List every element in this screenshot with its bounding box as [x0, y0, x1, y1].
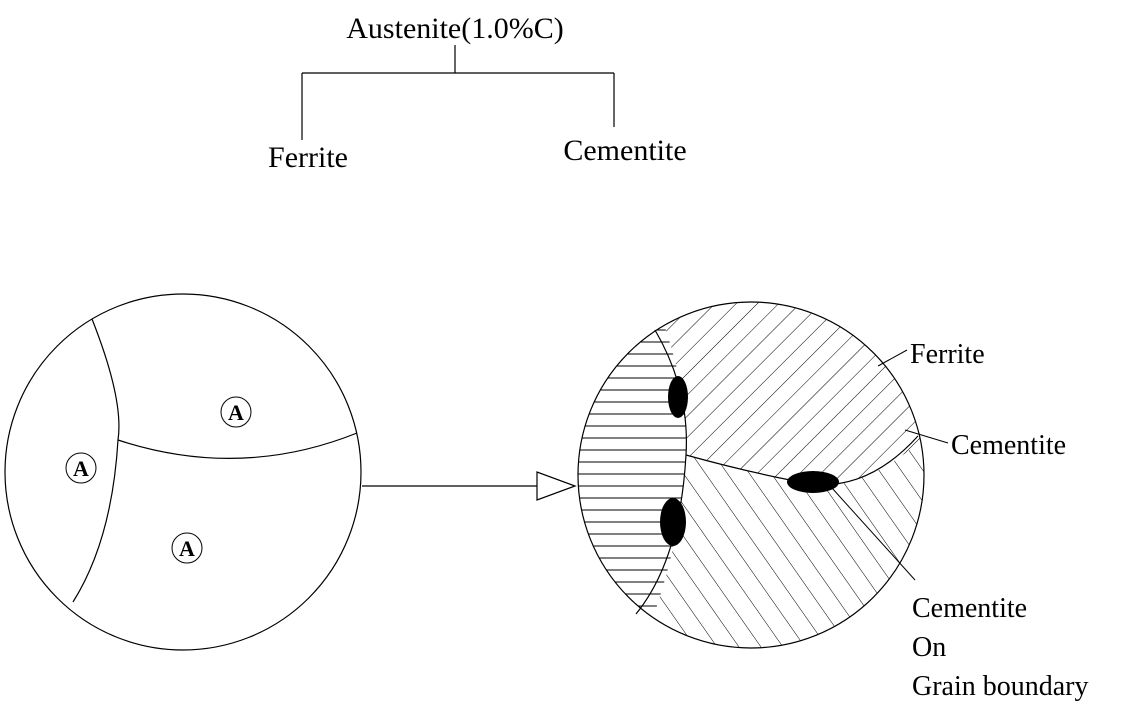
boundary-label-line2: On	[912, 632, 946, 663]
svg-text:A: A	[73, 456, 89, 481]
tree-right-label: Cementite	[563, 134, 686, 167]
svg-text:A: A	[179, 536, 195, 561]
grain-region-lower-hatch	[636, 432, 924, 648]
austenite-grains-circle: A A A	[4, 293, 362, 651]
pearlite-structure-circle: Ferrite Cementite Cementite On Grain bou…	[577, 301, 1089, 702]
cementite-particle	[660, 498, 686, 546]
svg-text:A: A	[228, 400, 244, 425]
austenite-grain-marker: A	[220, 396, 252, 428]
ferrite-label: Ferrite	[910, 339, 985, 370]
grain-boundary-right	[117, 432, 358, 459]
transformation-arrow	[362, 471, 577, 501]
ferrite-leader-line	[877, 349, 908, 367]
boundary-label-line1: Cementite	[912, 593, 1027, 624]
grain-region-upper-hatch	[655, 302, 924, 485]
cementite-particle	[787, 471, 839, 493]
boundary-label-line3: Grain boundary	[912, 671, 1089, 702]
tree-left-label: Ferrite	[268, 141, 348, 174]
tree-root-label: Austenite(1.0%C)	[346, 12, 563, 45]
boundary-leader-line	[831, 487, 916, 581]
cementite-leader-line	[904, 429, 949, 444]
austenite-grain-marker: A	[65, 452, 97, 484]
transformation-tree: Austenite(1.0%C) Ferrite Cementite	[268, 12, 687, 174]
cementite-particle	[668, 376, 688, 418]
austenite-grain-marker: A	[171, 532, 203, 564]
cementite-label: Cementite	[951, 430, 1066, 461]
